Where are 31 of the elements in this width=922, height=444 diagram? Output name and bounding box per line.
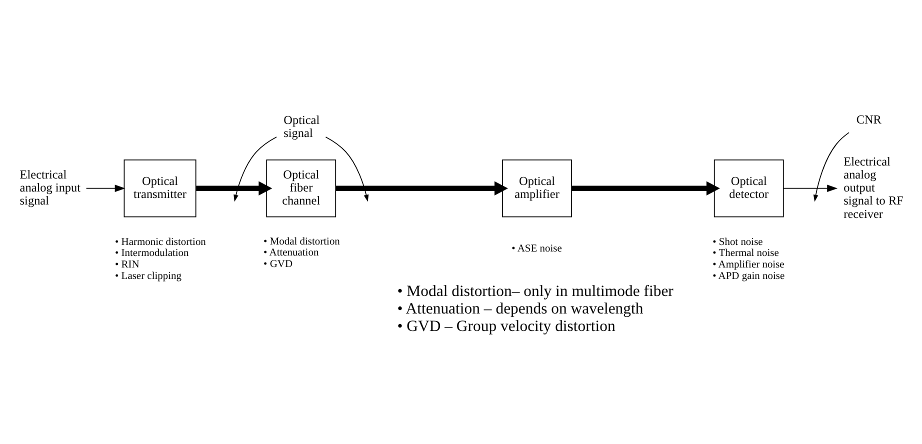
label: • GVD – Group velocity distortion xyxy=(397,318,616,336)
node-label: • Shot noise xyxy=(712,236,763,248)
label: • Modal distortion– only in multimode fiber xyxy=(397,283,674,300)
arrow xyxy=(234,136,277,202)
node-label: • RIN xyxy=(115,260,140,271)
node-box: Optical detector xyxy=(714,160,784,218)
node-box: Optical transmitter xyxy=(124,160,196,218)
arrow xyxy=(325,136,369,202)
node-text: Electrical analog output signal to RF receiver xyxy=(844,154,904,221)
node-text: Optical signal xyxy=(284,112,320,140)
node-box: Optical amplifier xyxy=(502,160,572,218)
node-label: • Amplifier noise xyxy=(712,260,784,271)
arrow xyxy=(196,181,272,196)
arrow xyxy=(572,181,720,196)
arrow xyxy=(783,184,838,192)
node-label: • Modal distortion xyxy=(264,236,340,248)
node-text: Electrical analog input signal xyxy=(20,167,81,208)
node-box: Optical fiber channel xyxy=(266,160,336,218)
arrow xyxy=(336,181,508,196)
node-label: • Laser clipping xyxy=(115,270,182,282)
node-label: • Thermal noise xyxy=(712,248,779,260)
node-text: CNR xyxy=(856,112,882,126)
arrow xyxy=(813,132,850,202)
node-label: • ASE noise xyxy=(512,243,562,254)
node-label: • GVD xyxy=(264,259,293,270)
label: • Attenuation – depends on wavelength xyxy=(397,300,644,318)
node-label: • Attenuation xyxy=(264,248,319,259)
node-label: • Harmonic distortion xyxy=(115,236,206,248)
node-label: • Intermodulation xyxy=(115,248,189,260)
arrow xyxy=(86,184,126,192)
node-label: • APD gain noise xyxy=(712,270,785,282)
